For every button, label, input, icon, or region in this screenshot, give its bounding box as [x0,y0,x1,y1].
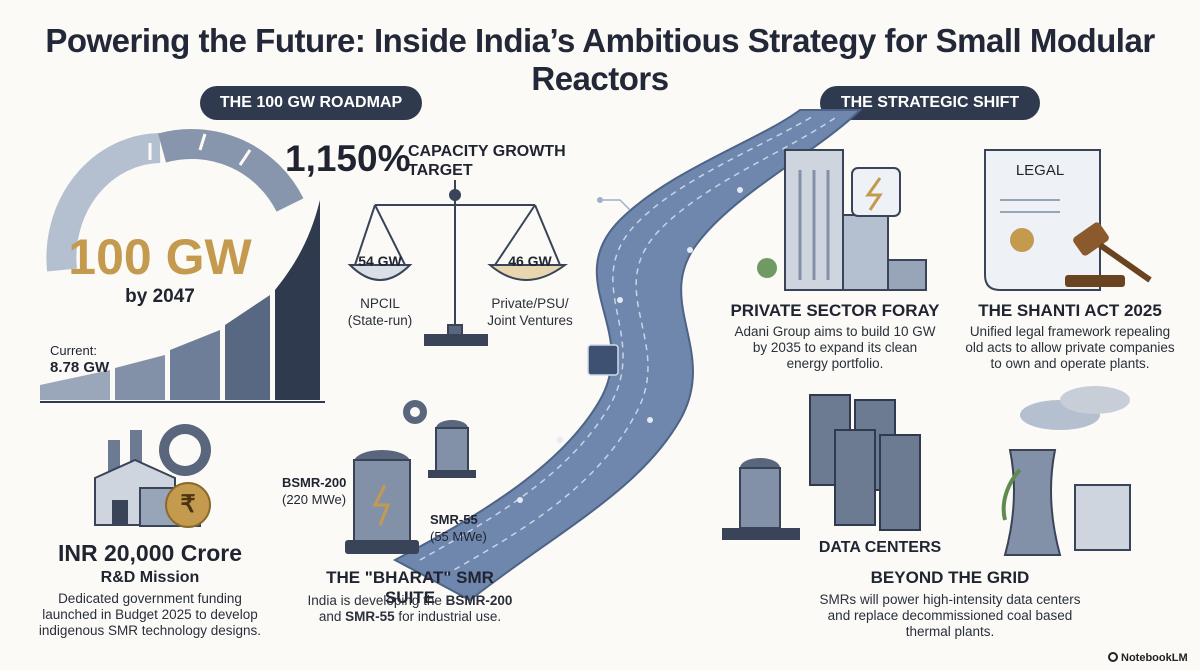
smr55-capacity: (55 MWe) [430,529,487,544]
shanti-desc-line-1: Unified legal framework repealing [969,324,1171,339]
scale-left-label-1: NPCIL [360,296,400,311]
shanti-desc-line-3: to own and operate plants. [990,356,1150,371]
rupee-coin-icon [165,482,211,528]
legal-document-graphic [984,149,1101,291]
circuit-road-graphic [392,109,863,602]
bharat-desc-line-2: and SMR-55 for industrial use. [290,609,530,625]
reactor-bsmr-graphic [345,450,419,554]
page-title: Powering the Future: Inside India’s Ambi… [45,22,1155,97]
bharat-desc-smr55: SMR-55 [345,609,395,624]
bharat-desc-text-3: for industrial use. [394,609,502,624]
reactor-smr55-graphic [428,420,476,478]
growth-label-line-2: TARGET [408,162,473,179]
private-sector-desc-line-1: Adani Group aims to build 10 GW [734,324,936,339]
funding-desc-line-1: Dedicated government funding [58,591,242,606]
funding-amount: INR 20,000 Crore [57,540,243,566]
funding-subtitle: R&D Mission [100,569,200,586]
gavel-icon [1065,222,1152,287]
current-capacity-value: 8.78 GW [50,359,110,376]
private-sector-heading: PRIVATE SECTOR FORAY [730,301,940,320]
beyond-grid-desc-line-1: SMRs will power high-intensity data cent… [819,592,1081,607]
beyond-grid-desc-line-2: and replace decommissioned coal based [827,608,1073,623]
gauge-target-value: 100 GW [68,229,252,285]
small-gear-icon [403,400,427,424]
scale-right-value: 46 GW [508,253,552,269]
smr55-name: SMR-55 [430,512,478,527]
private-sector-desc-line-2: by 2035 to expand its clean [752,340,918,355]
shanti-desc-line-2: old acts to allow private companies [965,340,1175,355]
data-center-reactor-graphic [722,458,800,540]
shanti-act-heading: THE SHANTI ACT 2025 [978,301,1162,320]
scale-left-label-2: (State-run) [347,313,413,328]
bharat-desc-line-1: India is developing the BSMR-200 [290,593,530,609]
growth-percentage: 1,150% [285,138,411,179]
bharat-desc-bsmr: BSMR-200 [445,593,513,608]
capacity-gauge-graphic [40,129,325,403]
data-centers-label: DATA CENTERS [818,539,942,556]
legal-document-label: LEGAL [1015,162,1065,179]
scale-right-label-1: Private/PSU/ [491,296,569,311]
cooling-tower-graphic [1001,386,1131,556]
data-center-servers-graphic [809,394,921,531]
private-sector-buildings-graphic [757,149,927,291]
gear-icon [159,424,211,476]
footer-brand-text: NotebookLM [1121,652,1188,664]
dollar-symbol: $ [177,434,193,465]
scale-right-label-2: Joint Ventures [487,313,573,328]
private-sector-desc-line-3: energy portfolio. [786,356,884,371]
rupee-symbol: ₹ [180,491,196,518]
balance-scale-graphic [347,180,569,346]
funding-desc-line-2: launched in Budget 2025 to develop [42,607,258,622]
footer-brand: NotebookLM [1108,652,1188,664]
beyond-grid-heading: BEYOND THE GRID [870,568,1030,587]
bharat-suite-heading: THE "BHARAT" SMR SUITE [326,568,494,607]
scale-left-value: 54 GW [358,253,402,269]
bharat-desc-text-2: and [318,609,346,624]
bsmr-name: BSMR-200 [282,475,347,490]
funding-desc-line-3: indigenous SMR technology designs. [38,623,262,638]
bsmr-capacity: (220 MWe) [282,492,347,507]
strategic-shift-pill: THE STRATEGIC SHIFT [820,86,1040,120]
beyond-grid-desc-line-3: thermal plants. [905,624,995,639]
gauge-target-year: by 2047 [125,286,195,307]
roadmap-section-pill: THE 100 GW ROADMAP [200,86,422,120]
notebooklm-logo-icon [1108,652,1118,662]
bharat-desc-text-1: India is developing the [307,593,446,608]
growth-label-line-1: CAPACITY GROWTH [408,143,566,160]
current-capacity-label: Current: [50,343,97,358]
